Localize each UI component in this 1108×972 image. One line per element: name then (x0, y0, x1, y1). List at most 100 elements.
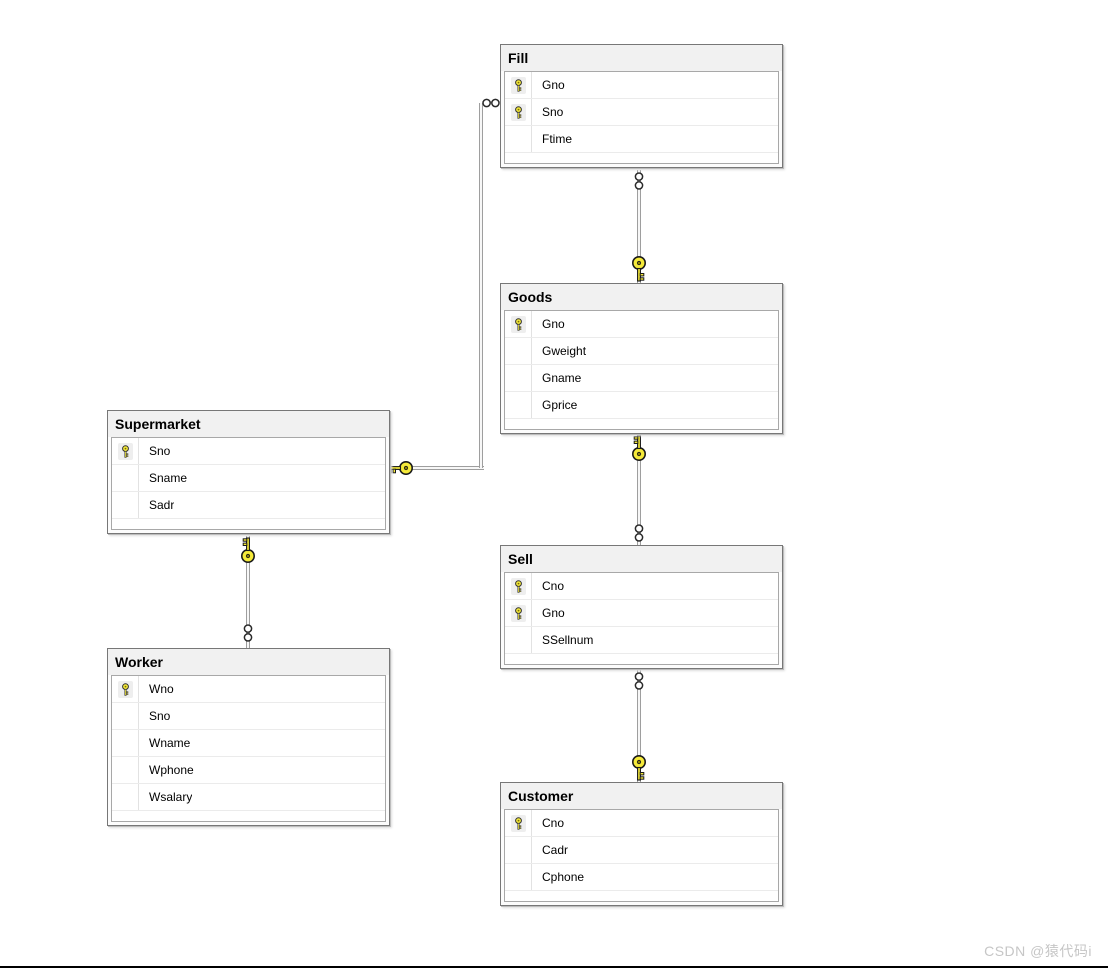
table-sell[interactable]: Sell Cno Gno SSellnum (500, 545, 783, 669)
pk-cell (112, 492, 139, 518)
column-name: Ftime (542, 132, 572, 146)
column-name: Wphone (149, 763, 194, 777)
empty-row (112, 811, 385, 821)
table-row[interactable]: Wno (112, 676, 385, 703)
pk-cell (112, 730, 139, 756)
infinity-many-end-icon (243, 623, 253, 643)
table-row[interactable]: Gname (505, 365, 778, 392)
pk-cell (505, 126, 532, 152)
table-row[interactable]: Sno (112, 438, 385, 465)
column-name: Wname (149, 736, 191, 750)
pk-cell (505, 600, 532, 626)
table-row[interactable]: Sadr (112, 492, 385, 519)
table-goods-grid: Gno Gweight Gname Gprice (504, 310, 779, 430)
table-row[interactable]: Sno (112, 703, 385, 730)
empty-row (505, 891, 778, 901)
column-name: Cphone (542, 870, 585, 884)
relation-supermarket-fill-line-h[interactable] (412, 466, 484, 470)
table-row[interactable]: Cphone (505, 864, 778, 891)
column-name: Gprice (542, 398, 578, 412)
primary-key-icon (514, 607, 523, 620)
table-row[interactable]: Cadr (505, 837, 778, 864)
column-name: Gweight (542, 344, 587, 358)
table-customer[interactable]: Customer Cno Cadr Cphone (500, 782, 783, 906)
primary-key-icon (121, 683, 130, 696)
pk-cell (505, 864, 532, 890)
table-row[interactable]: Gno (505, 72, 778, 99)
column-name: Wno (149, 682, 174, 696)
key-one-end-icon (240, 536, 256, 564)
key-one-end-icon (386, 460, 414, 476)
table-worker-grid: Wno Sno Wname Wphone Wsalary (111, 675, 386, 822)
column-name: Gno (542, 317, 565, 331)
table-fill[interactable]: Fill Gno Sno Ftime (500, 44, 783, 168)
table-row[interactable]: Wphone (112, 757, 385, 784)
table-sell-grid: Cno Gno SSellnum (504, 572, 779, 665)
table-fill-grid: Gno Sno Ftime (504, 71, 779, 164)
table-worker[interactable]: Worker Wno Sno Wname Wphone Wsalary (107, 648, 390, 826)
table-sell-title[interactable]: Sell (501, 546, 782, 572)
pk-cell (505, 392, 532, 418)
column-name: Gno (542, 78, 565, 92)
column-name: Gno (542, 606, 565, 620)
column-name: Gname (542, 371, 582, 385)
relation-customer-sell-line[interactable] (637, 670, 641, 782)
table-row[interactable]: Sname (112, 465, 385, 492)
table-row[interactable]: Cno (505, 810, 778, 837)
primary-key-icon (514, 318, 523, 331)
key-one-end-icon (631, 434, 647, 462)
pk-cell (112, 676, 139, 702)
pk-cell (505, 627, 532, 653)
relation-goods-fill-line[interactable] (637, 170, 641, 283)
column-name: Cadr (542, 843, 569, 857)
column-name: Sname (149, 471, 188, 485)
pk-cell (505, 99, 532, 125)
pk-cell (505, 338, 532, 364)
table-customer-title[interactable]: Customer (501, 783, 782, 809)
primary-key-icon (121, 445, 130, 458)
relation-goods-sell-line[interactable] (637, 434, 641, 545)
table-row[interactable]: Gweight (505, 338, 778, 365)
pk-cell (112, 757, 139, 783)
table-row[interactable]: Wsalary (112, 784, 385, 811)
pk-cell (505, 837, 532, 863)
table-row[interactable]: Ftime (505, 126, 778, 153)
column-name: Sno (542, 105, 564, 119)
empty-row (505, 654, 778, 664)
key-one-end-icon (631, 255, 647, 283)
pk-cell (112, 438, 139, 464)
bottom-border-line (0, 966, 1108, 968)
table-worker-title[interactable]: Worker (108, 649, 389, 675)
table-row[interactable]: Sno (505, 99, 778, 126)
table-row[interactable]: Wname (112, 730, 385, 757)
table-row[interactable]: Cno (505, 573, 778, 600)
infinity-many-end-icon (634, 523, 644, 543)
table-goods[interactable]: Goods Gno Gweight Gname Gprice (500, 283, 783, 434)
table-fill-title[interactable]: Fill (501, 45, 782, 71)
column-name: Wsalary (149, 790, 193, 804)
table-supermarket[interactable]: Supermarket Sno Sname Sadr (107, 410, 390, 534)
pk-cell (112, 465, 139, 491)
table-row[interactable]: Gprice (505, 392, 778, 419)
column-name: Sno (149, 709, 171, 723)
empty-row (505, 153, 778, 163)
watermark: CSDN @猿代码i (984, 943, 1092, 959)
pk-cell (505, 72, 532, 98)
column-name: Cno (542, 579, 565, 593)
table-row[interactable]: SSellnum (505, 627, 778, 654)
empty-row (112, 519, 385, 529)
primary-key-icon (514, 580, 523, 593)
relation-supermarket-worker-line[interactable] (246, 536, 250, 648)
pk-cell (505, 573, 532, 599)
relation-supermarket-fill-line-v[interactable] (479, 103, 483, 468)
pk-cell (505, 810, 532, 836)
table-row[interactable]: Gno (505, 311, 778, 338)
column-name: Sno (149, 444, 171, 458)
table-goods-title[interactable]: Goods (501, 284, 782, 310)
pk-cell (112, 784, 139, 810)
table-supermarket-title[interactable]: Supermarket (108, 411, 389, 437)
primary-key-icon (514, 817, 523, 830)
table-row[interactable]: Gno (505, 600, 778, 627)
table-supermarket-grid: Sno Sname Sadr (111, 437, 386, 530)
